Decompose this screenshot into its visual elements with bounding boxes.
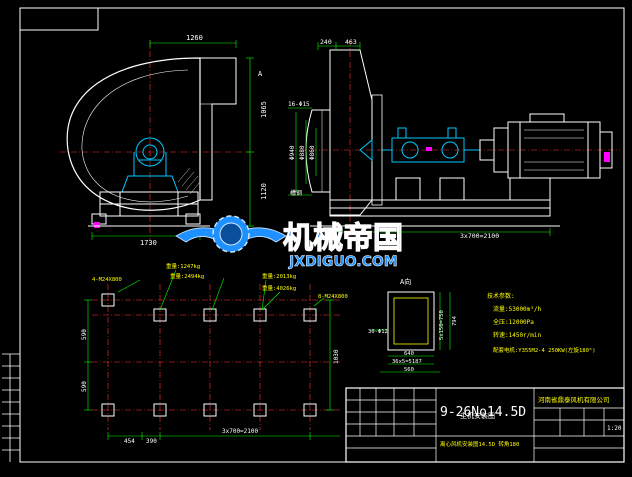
technical-specs: 技术参数: 流量:53000m³/h 全压:12000Pa 转速:1450r/m… xyxy=(487,292,596,354)
side-base-frame xyxy=(329,177,551,217)
section-dim-bottom-a: 640 xyxy=(404,351,414,357)
specs-heading: 技术参数: xyxy=(487,292,515,300)
dim-bottom-a: 454 xyxy=(124,438,135,445)
note-2: 重量:2494kg xyxy=(170,272,204,280)
watermark: 机械帝国 JXDIGUO.COM xyxy=(175,215,404,270)
section-dim-bottom-c: 560 xyxy=(404,367,414,373)
dim-left-lower: 590 xyxy=(81,381,88,392)
section-dim-bottom-b: 36x5=5187 xyxy=(392,359,422,365)
title-block: 9-26No14.5D 主机安装图 河南省鼎泰风机有限公司 离心风机安装图14.… xyxy=(345,387,625,463)
title-drawing-name: 离心风机安装图14.5D 转角180 xyxy=(440,440,519,448)
dim-bottom-b: 390 xyxy=(146,438,157,445)
section-dim-right-a: 5x150=750 xyxy=(439,310,445,340)
section-mark: A xyxy=(258,70,263,78)
anchor-pads xyxy=(101,293,317,417)
gear-wings-logo xyxy=(175,215,287,253)
shaft-bearing-assembly xyxy=(359,127,480,163)
bolts-right: 8-M24X800 xyxy=(318,294,348,300)
bolts-left: 4-M24X800 xyxy=(92,277,122,283)
dim-right: 1030 xyxy=(333,349,340,364)
section-a-title: A向 xyxy=(400,277,411,286)
motor xyxy=(493,113,613,179)
spec-flow: 流量:53000m³/h xyxy=(493,305,542,313)
side-label-channel: 槽钢 xyxy=(290,189,302,197)
title-subtitle: 主机安装图 xyxy=(460,411,495,420)
side-dim-a: 240 xyxy=(320,38,332,46)
title-scale: 1:20 xyxy=(607,425,622,432)
side-dim-v2: Φ880 xyxy=(299,145,306,160)
dim-top: 1260 xyxy=(186,34,203,42)
side-dim-v3: Φ860 xyxy=(309,145,316,160)
note-1: 重量:1247kg xyxy=(166,262,200,270)
title-model: 9-26No14.5D xyxy=(440,405,526,420)
spec-motor: 配套电机:Y355M2-4 250KW(左旋180°) xyxy=(493,346,596,354)
side-dim-holes: 16-Φ15 xyxy=(288,101,310,108)
revision-strip xyxy=(2,353,20,462)
side-dim-b: 463 xyxy=(345,38,357,46)
dim-left-upper: 590 xyxy=(81,329,88,340)
note-4: 重量:4026kg xyxy=(262,284,296,292)
side-dim-bottom: 3x700=2100 xyxy=(460,232,499,240)
dim-bottom-c: 3x700=2100 xyxy=(222,428,259,435)
sheet-border xyxy=(19,7,625,463)
scroll-casing xyxy=(66,57,201,211)
dim-right-lower: 1120 xyxy=(260,183,268,200)
dim-bottom: 1730 xyxy=(140,239,157,247)
anchor-right xyxy=(185,213,201,225)
section-dim-right-b: 794 xyxy=(452,315,458,326)
spec-speed: 转速:1450r/min xyxy=(493,331,542,339)
watermark-cn: 机械帝国 xyxy=(283,221,403,256)
spec-pressure: 全压:12000Pa xyxy=(493,318,534,326)
dim-right-upper: 1065 xyxy=(260,101,268,118)
foundation-plan: 4-M24X800 8-M24X800 重量:1247kg 重量:2494kg … xyxy=(81,262,348,445)
note-3: 重量:2013kg xyxy=(262,272,296,280)
side-dim-v1: Φ940 xyxy=(289,145,296,160)
title-company: 河南省鼎泰风机有限公司 xyxy=(538,395,610,404)
outlet-duct xyxy=(200,57,237,201)
section-dim-left: 30-Φ12 xyxy=(368,329,388,335)
watermark-en: JXDIGUO.COM xyxy=(288,254,398,270)
base-frame xyxy=(99,191,199,217)
fan-front-view: 1260 1065 1120 1730 A xyxy=(60,34,268,247)
section-a-view: A向 30-Φ12 5x150=750 794 640 36x5=5187 56… xyxy=(368,277,458,373)
fan-side-view: 240 463 16-Φ15 Φ940 Φ880 Φ860 槽钢 3x700=2… xyxy=(288,38,620,240)
